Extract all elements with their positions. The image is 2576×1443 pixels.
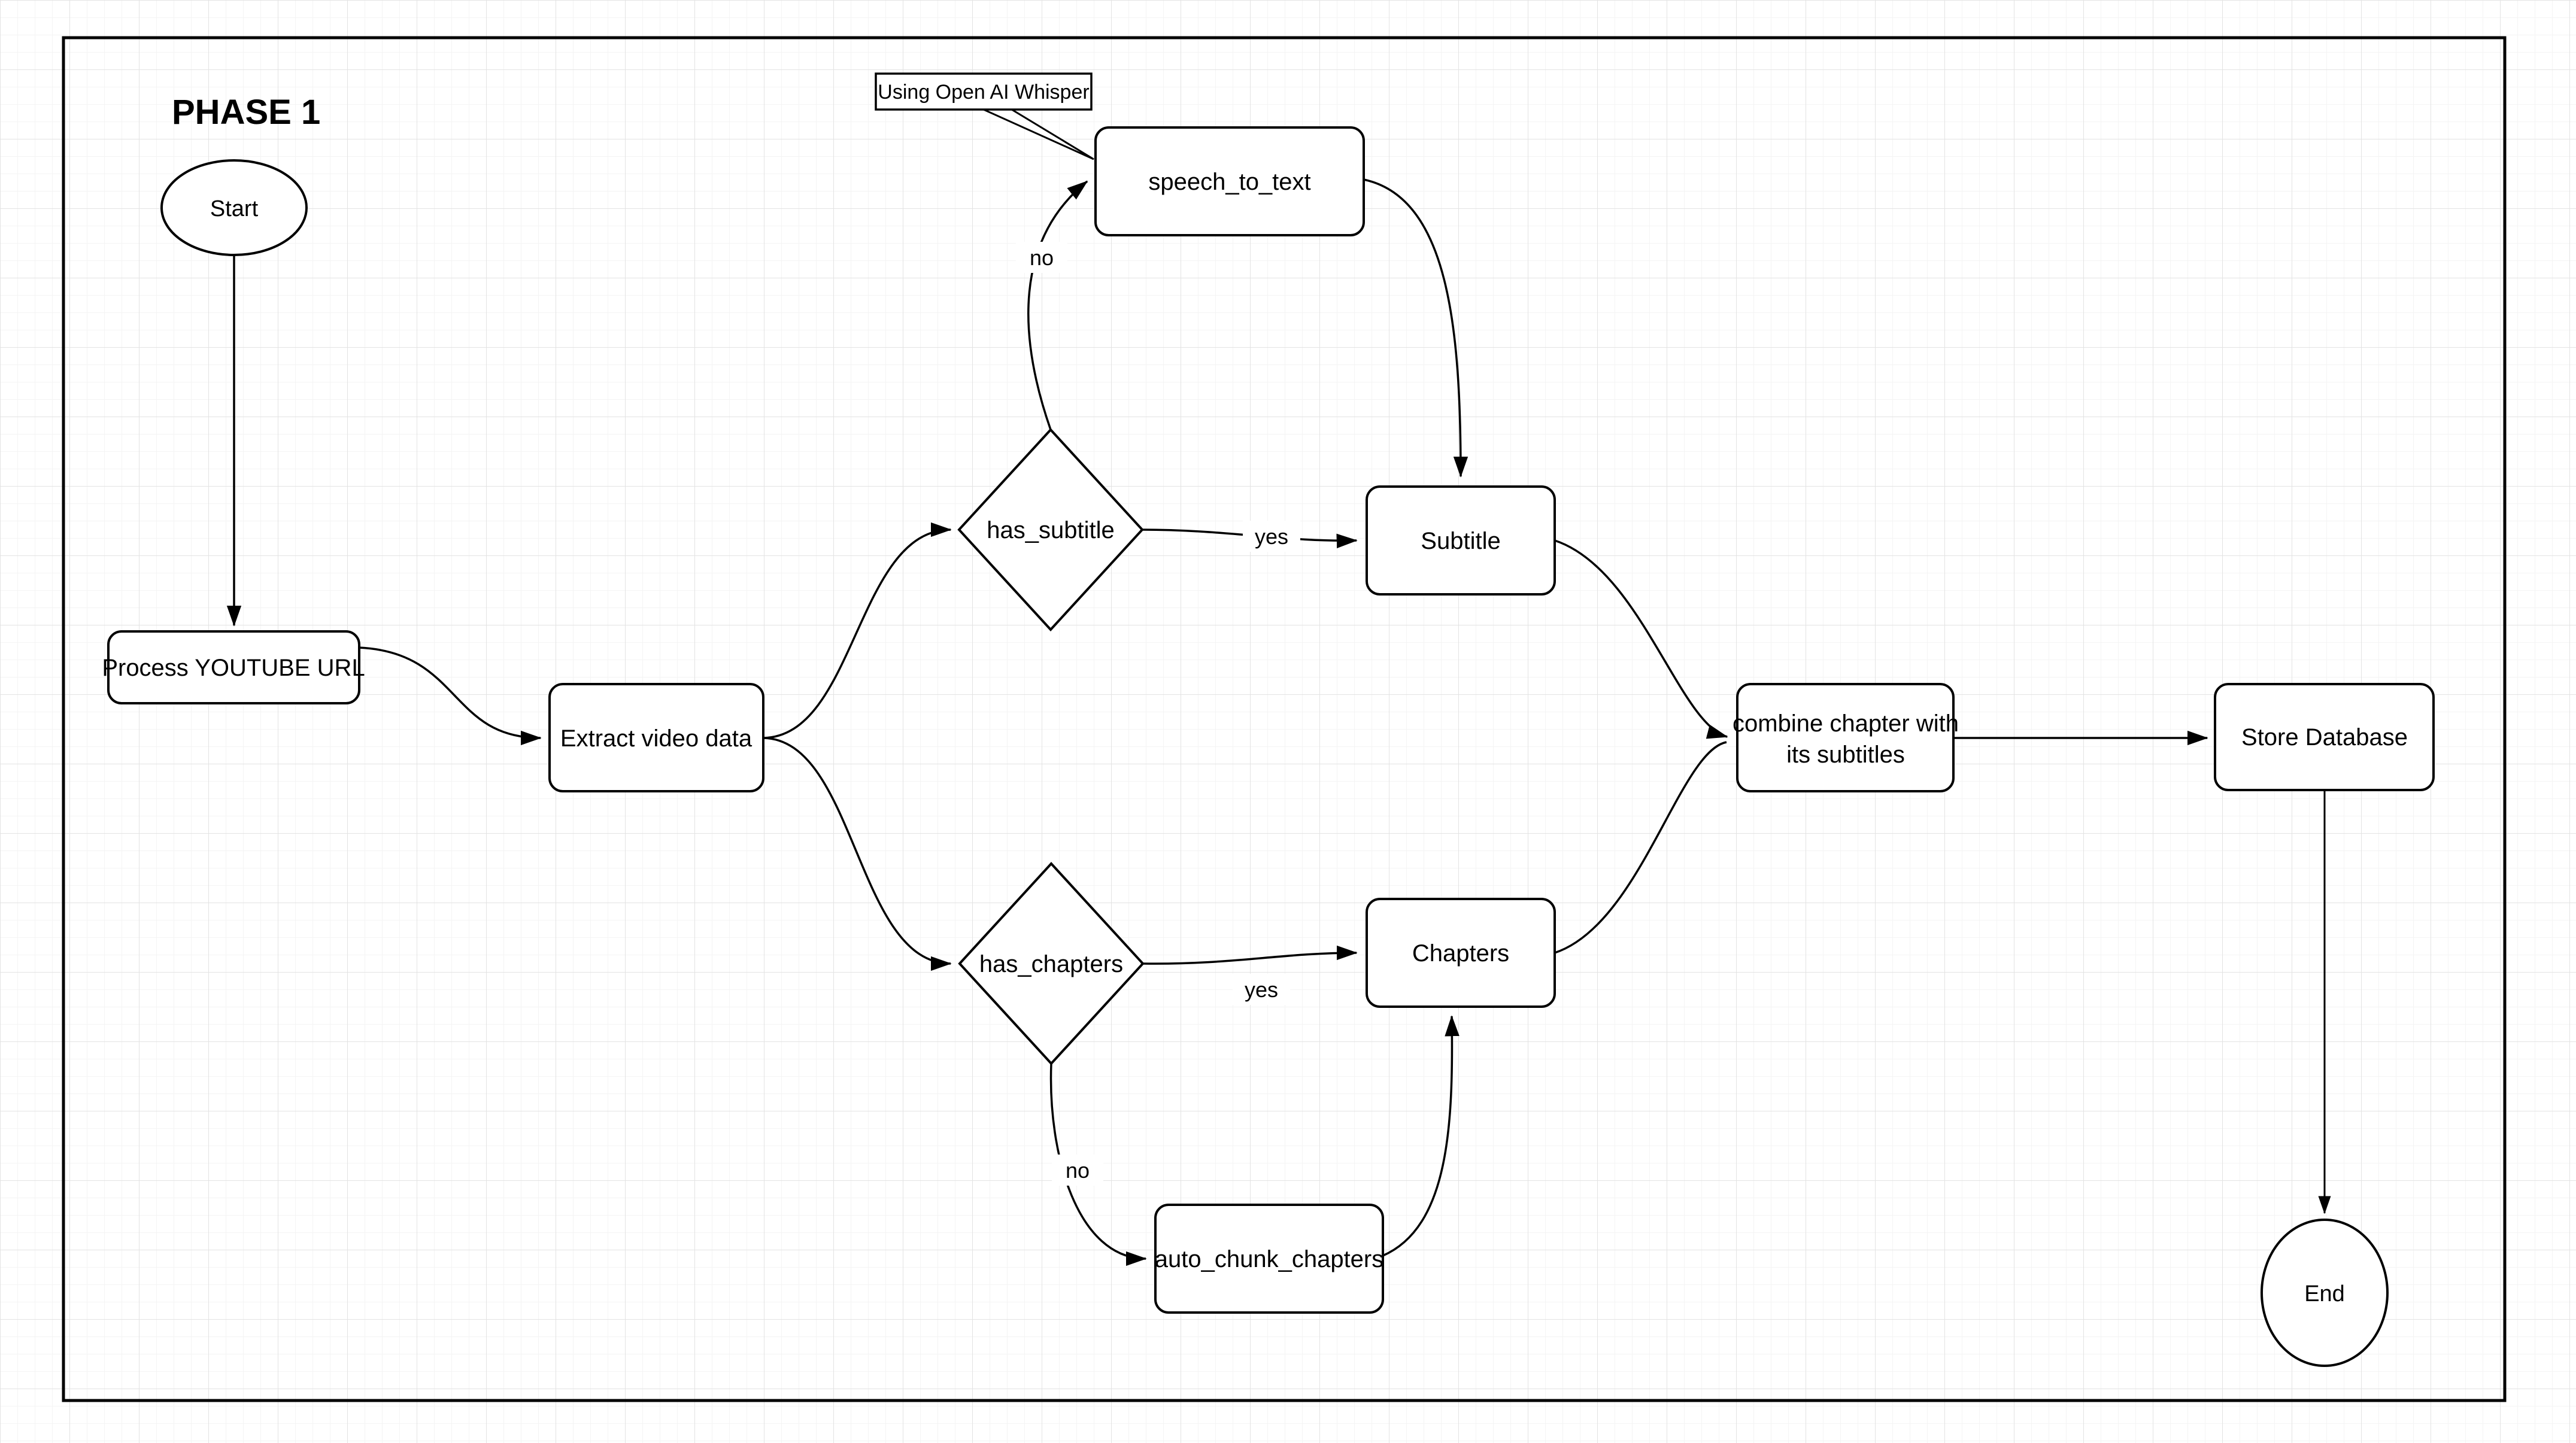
speech-to-text-node [1094, 126, 1365, 236]
combine-chapter-label-line2: its subtitles [1786, 742, 1905, 768]
start-node-label: Start [210, 196, 259, 221]
auto-chunk-chapters-node [1154, 1204, 1384, 1314]
edge-auto-chunk-to-chapters [1382, 1015, 1460, 1257]
chapters-node [1366, 898, 1556, 1008]
edge-process-to-extract [359, 646, 542, 746]
yes-top-label: yes [1255, 524, 1288, 549]
whisper-callout [875, 72, 1093, 111]
combine-chapter-label-line1: combine chapter with [1732, 710, 1959, 737]
no-bottom-label: no [1066, 1158, 1090, 1183]
whisper-callout-label: Using Open AI Whisper [878, 81, 1089, 104]
edge-speech-to-subtitle [1363, 178, 1468, 478]
edge-extract-to-has-chapters [763, 737, 952, 971]
store-database-node [2214, 683, 2435, 791]
no-top-label: no [1030, 245, 1054, 270]
has-subtitle-decision [957, 428, 1144, 631]
end-node [2261, 1219, 2389, 1367]
edge-has-subtitle-no-to-speech [1027, 180, 1088, 430]
no-top-label-bg [1016, 242, 1067, 273]
yes-bottom-label: yes [1245, 977, 1278, 1002]
edge-extract-to-has-subtitle [763, 522, 952, 739]
page-title: PHASE 1 [172, 93, 320, 132]
store-database-label: Store Database [2241, 724, 2408, 751]
no-bottom-label-bg [1052, 1155, 1103, 1186]
process-youtube-url-node [107, 630, 360, 704]
process-youtube-url-label: Process YOUTUBE URL [102, 655, 365, 681]
edge-has-chapters-no-to-auto-chunk [1049, 1063, 1147, 1266]
start-node [160, 159, 308, 256]
has-subtitle-label: has_subtitle [987, 517, 1114, 543]
edge-chapters-to-combine [1554, 741, 1727, 954]
page-border [62, 36, 2507, 1402]
combine-chapter-node [1736, 683, 1955, 792]
subtitle-label: Subtitle [1421, 528, 1500, 554]
extract-video-data-label: Extract video data [560, 725, 753, 752]
has-chapters-label: has_chapters [979, 951, 1123, 977]
extract-video-data-node [548, 683, 764, 792]
callout-tail [983, 108, 1094, 160]
edge-subtitle-to-combine [1554, 539, 1728, 739]
edge-has-chapters-yes-to-chapters [1142, 945, 1358, 965]
yes-bottom-label-bg [1233, 974, 1290, 1005]
end-node-label: End [2304, 1281, 2345, 1307]
subtitle-node [1366, 485, 1556, 596]
auto-chunk-chapters-label: auto_chunk_chapters [1155, 1246, 1384, 1272]
speech-to-text-label: speech_to_text [1148, 169, 1310, 195]
has-chapters-decision [958, 862, 1145, 1065]
yes-top-label-bg [1243, 521, 1300, 552]
chapters-label: Chapters [1412, 940, 1509, 967]
